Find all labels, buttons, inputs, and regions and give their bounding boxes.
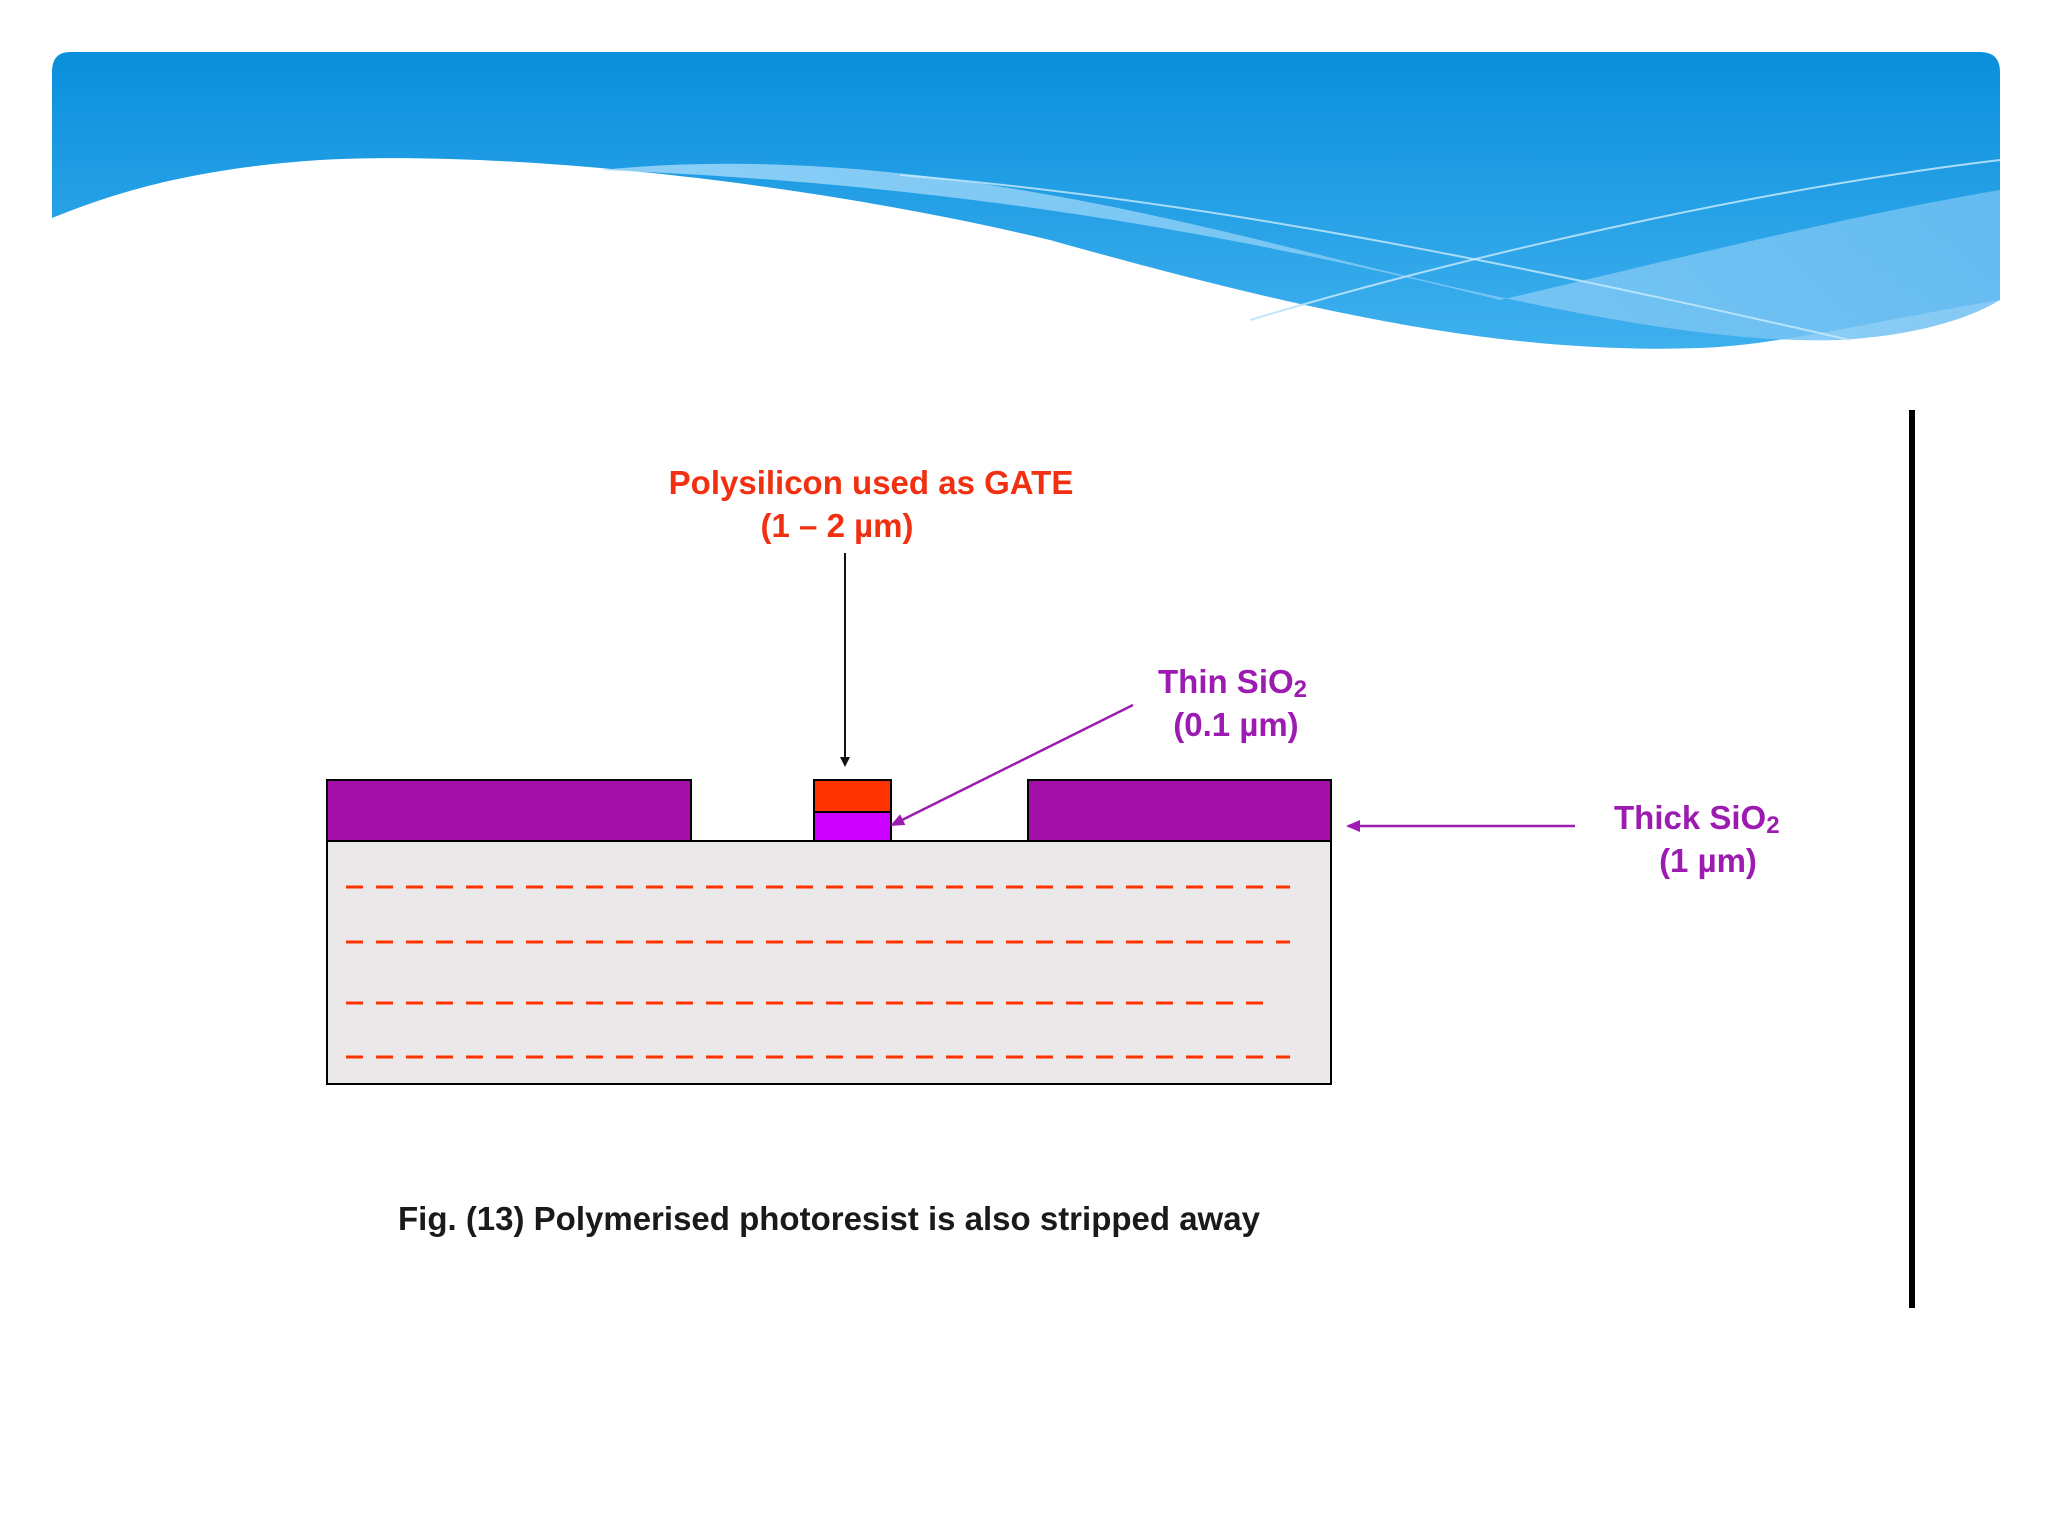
substrate-dashes	[346, 885, 1290, 1059]
thick-oxide-label-line1: Thick SiO2	[1614, 799, 1780, 839]
thin-oxide-arrow	[890, 703, 1134, 827]
thick-oxide-sub: 2	[1766, 812, 1779, 839]
gate-label-line1: Polysilicon used as GATE	[669, 464, 1074, 501]
thick-oxide-left	[326, 779, 692, 842]
thin-oxide-gate	[813, 811, 892, 842]
thin-oxide-sub: 2	[1294, 676, 1307, 703]
gate-label-line2: (1 – 2 µm)	[761, 507, 914, 544]
thin-oxide-main: Thin SiO	[1158, 663, 1294, 700]
polysilicon-gate	[813, 779, 892, 813]
thin-oxide-label-line2: (0.1 µm)	[1173, 706, 1298, 743]
thick-oxide-label-line2: (1 µm)	[1659, 842, 1757, 879]
figure-caption: Fig. (13) Polymerised photoresist is als…	[398, 1200, 1261, 1237]
substrate	[326, 840, 1332, 1085]
thick-oxide-main: Thick SiO	[1614, 799, 1766, 836]
thick-oxide-right	[1027, 779, 1332, 842]
thin-oxide-label-line1: Thin SiO2	[1158, 663, 1307, 703]
header-banner	[52, 52, 2001, 349]
